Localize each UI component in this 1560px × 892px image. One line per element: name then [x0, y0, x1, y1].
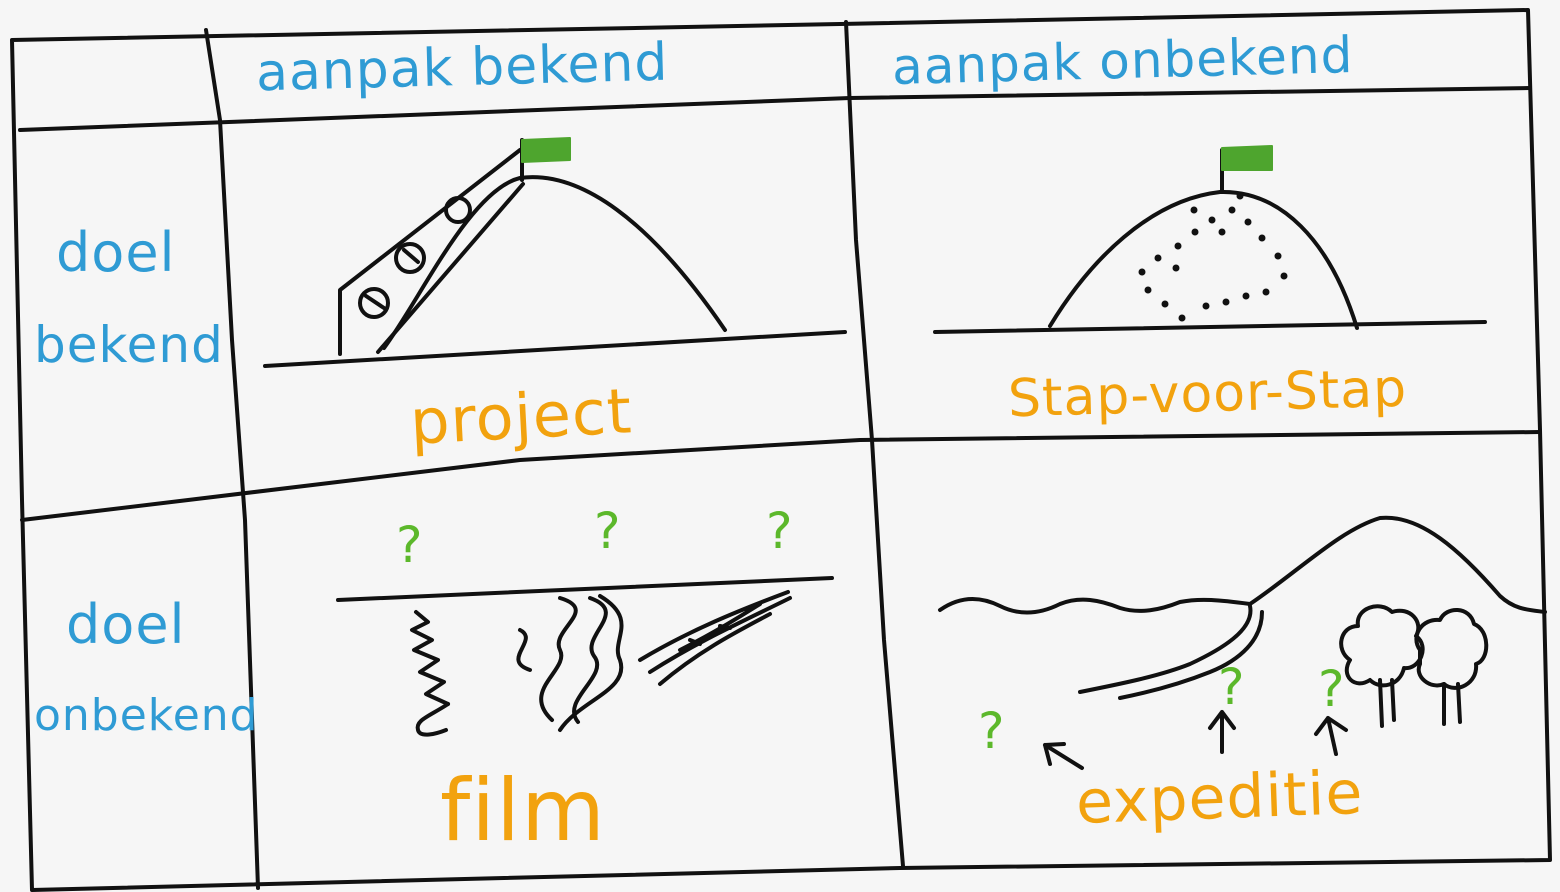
quadrant-label-step-by-step: Stap-voor-Stap [1007, 358, 1408, 430]
arrow-icon-2 [1208, 710, 1236, 754]
hill-2 [1048, 189, 1359, 330]
row-heading-goal-unknown-line2: onbekend [34, 690, 259, 741]
expedition-illustration [938, 515, 1547, 770]
streak-accents [688, 624, 732, 646]
mountain [1248, 515, 1547, 614]
river-3 [558, 594, 624, 732]
question-mark-film-1: ? [396, 516, 423, 574]
tree-2-crown [1414, 608, 1489, 690]
project-illustration [263, 137, 847, 368]
arrow-icon-3 [1314, 716, 1348, 756]
question-mark-expedition-3: ? [1318, 660, 1345, 718]
column-heading-approach-unknown: aanpak onbekend [891, 25, 1355, 97]
flag-2 [1221, 145, 1273, 171]
ladder-inner [376, 182, 525, 354]
row-heading-goal-unknown-line1: doel [66, 593, 186, 656]
question-mark-film-2: ? [594, 502, 621, 560]
step-by-step-illustration [933, 145, 1487, 334]
wavy-horizon [938, 596, 1252, 615]
middle-column-line [844, 20, 905, 868]
outer-frame [10, 8, 1552, 892]
ladder-step-2 [394, 242, 426, 274]
winding-path-left [415, 702, 450, 737]
header-row-line [18, 86, 1532, 132]
row-heading-goal-known-line1: doel [56, 221, 176, 284]
dotted-path [1138, 192, 1288, 322]
ladder-step-1 [358, 287, 390, 319]
ladder-step-marks [364, 248, 420, 310]
question-mark-expedition-2: ? [1218, 658, 1245, 716]
tree-1-crown [1339, 604, 1425, 688]
question-mark-film-3: ? [766, 502, 793, 560]
horizon-line [336, 576, 834, 602]
quadrant-label-expedition: expeditie [1074, 758, 1365, 838]
river-1 [539, 596, 578, 722]
film-illustration [336, 576, 834, 737]
tree-2-trunk [1442, 682, 1462, 726]
river-2 [572, 596, 608, 724]
diagonal-streaks [638, 590, 792, 686]
ladder-step-3 [444, 196, 472, 224]
river-4 [516, 628, 532, 672]
river-lower [1118, 610, 1264, 700]
middle-row-line [20, 430, 1542, 522]
question-mark-expedition-1: ? [978, 702, 1005, 760]
flag-1 [521, 137, 571, 163]
ground-line-2 [933, 320, 1487, 334]
arrow-icon-1 [1043, 742, 1084, 770]
tree-1-trunk [1378, 678, 1396, 728]
row-heading-goal-known-line2: bekend [34, 316, 224, 374]
header-column-line [204, 28, 260, 890]
ladder-outer [338, 148, 522, 356]
zigzag-path [410, 610, 450, 706]
quadrant-label-project: project [408, 374, 634, 459]
quadrant-label-film: film [440, 761, 606, 861]
grid-lines [10, 8, 1552, 892]
river-upper [1078, 604, 1253, 694]
ground-line [263, 330, 847, 368]
hill [382, 175, 727, 350]
column-heading-approach-known: aanpak bekend [255, 32, 670, 104]
